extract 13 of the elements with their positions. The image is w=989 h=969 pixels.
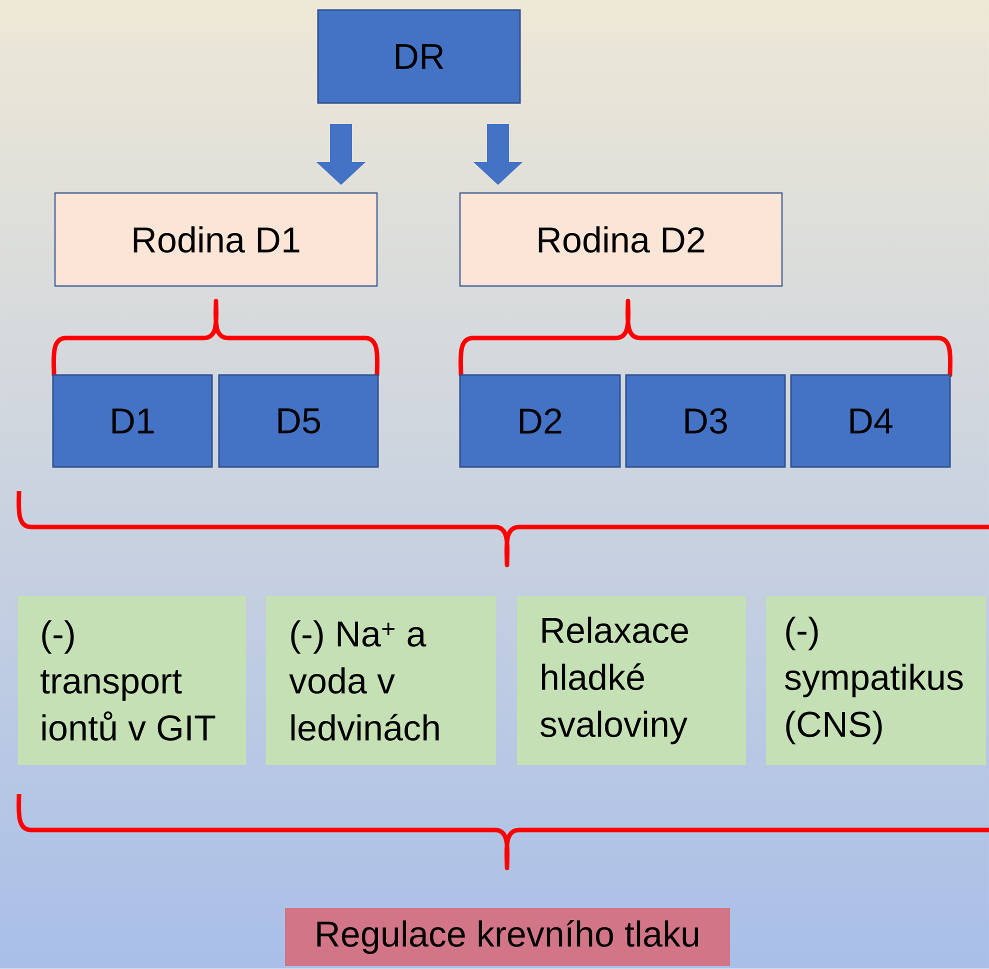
receptor-box: D3: [625, 374, 786, 468]
result-box: Regulace krevního tlaku: [285, 908, 730, 966]
process-box: DR: [317, 9, 521, 104]
receptor-box: D5: [218, 374, 379, 468]
receptor-box: D1: [52, 374, 213, 468]
effect-box: (-) transport iontů v GIT: [18, 596, 246, 765]
family-box: Rodina D2: [459, 192, 783, 287]
effect-box: (-) sympatikus (CNS): [766, 596, 986, 765]
family-box: Rodina D1: [54, 192, 378, 287]
effect-box: Relaxace hladké svaloviny: [517, 596, 746, 765]
receptor-box: D2: [459, 374, 621, 468]
effect-box: (-) Na$^{+}$ a voda v ledvinách: [266, 596, 496, 765]
receptor-box: D4: [790, 374, 951, 468]
